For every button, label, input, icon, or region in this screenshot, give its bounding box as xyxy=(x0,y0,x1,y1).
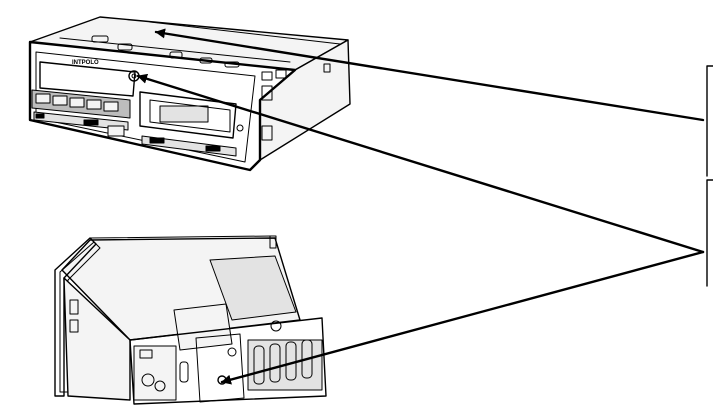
device-front-panel xyxy=(28,40,297,172)
card-slot-1 xyxy=(33,111,129,131)
display-window xyxy=(39,61,136,97)
side-connector-top xyxy=(261,85,273,101)
rear-knob-2 xyxy=(154,380,166,392)
top-vent-plate xyxy=(209,255,297,321)
keypad xyxy=(31,89,131,119)
side-connector-bottom xyxy=(261,125,273,141)
lid-details xyxy=(59,21,341,81)
arrow-to-top-lid xyxy=(154,28,705,122)
slot-1-latch xyxy=(83,119,99,126)
callout-arrows xyxy=(136,28,705,385)
rear-module-left xyxy=(133,345,177,401)
side-tab xyxy=(323,63,331,73)
brand-label: INTPOLO xyxy=(72,60,99,66)
flange-clip-right xyxy=(269,235,277,249)
side-clip-2 xyxy=(69,319,79,333)
slot-1-button xyxy=(107,125,125,137)
callout-bracket-1 xyxy=(706,65,713,177)
side-clip-1 xyxy=(69,299,79,315)
rear-fuse-slot xyxy=(179,361,189,383)
rear-knob-1 xyxy=(141,373,155,387)
device-front-view: INTPOLO xyxy=(28,16,351,172)
printer-drawer xyxy=(139,91,237,139)
front-flange-inner xyxy=(59,241,101,393)
rear-side-body xyxy=(63,277,131,401)
front-screw xyxy=(236,124,244,132)
flange-top-edge xyxy=(89,235,273,239)
slot-2-latch xyxy=(205,145,221,152)
printer-bezel xyxy=(149,99,231,133)
rear-module-center xyxy=(195,333,245,403)
arrow-to-front-seal xyxy=(136,73,705,254)
top-screw xyxy=(270,320,282,332)
callout-bracket-2 xyxy=(706,179,713,287)
device-rear-view xyxy=(54,235,327,405)
top-panel xyxy=(173,303,233,351)
printer-paper xyxy=(159,105,209,123)
callout-brackets xyxy=(706,65,713,287)
arrow-to-rear-seal xyxy=(220,250,705,385)
front-seal-center xyxy=(131,73,137,79)
rear-screw xyxy=(227,347,237,357)
slot-1-release xyxy=(35,113,45,119)
rear-panel xyxy=(129,317,327,405)
slot-2-release xyxy=(149,137,165,144)
